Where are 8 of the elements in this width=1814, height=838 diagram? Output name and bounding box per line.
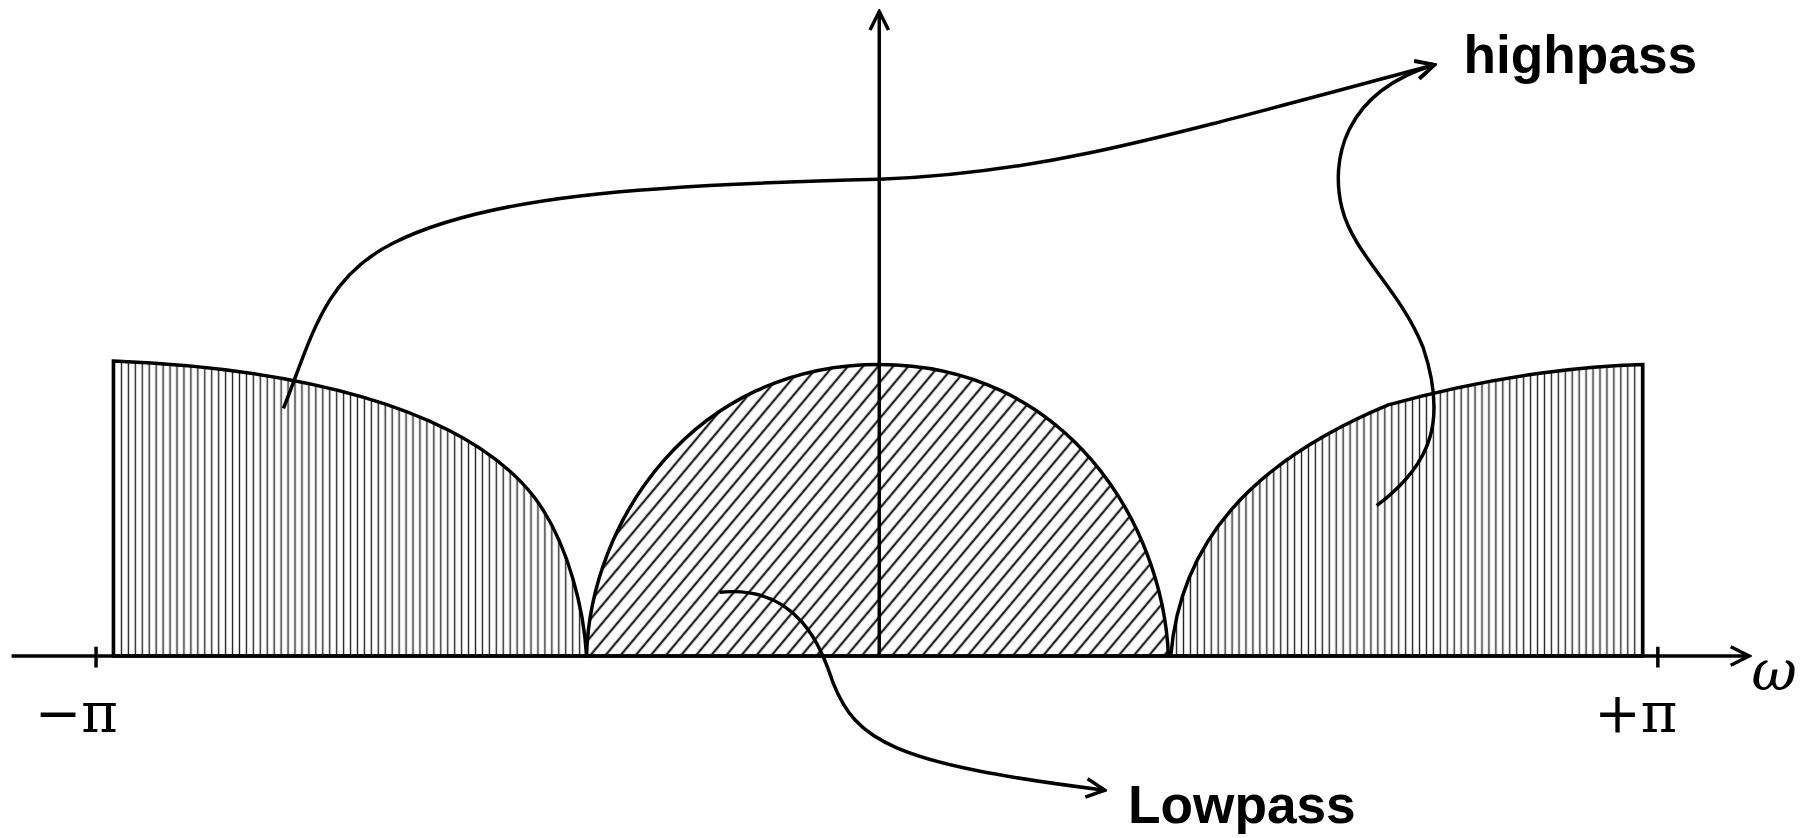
leader-line	[1336, 60, 1437, 507]
leader-line	[719, 590, 1107, 799]
hatched-band	[111, 359, 589, 658]
hatched-band	[1169, 362, 1645, 658]
tick-label: −π	[34, 684, 118, 741]
hatched-semicircle	[584, 362, 1171, 658]
axis-label: ω	[1751, 642, 1797, 698]
tick-label: +π	[1594, 684, 1678, 741]
